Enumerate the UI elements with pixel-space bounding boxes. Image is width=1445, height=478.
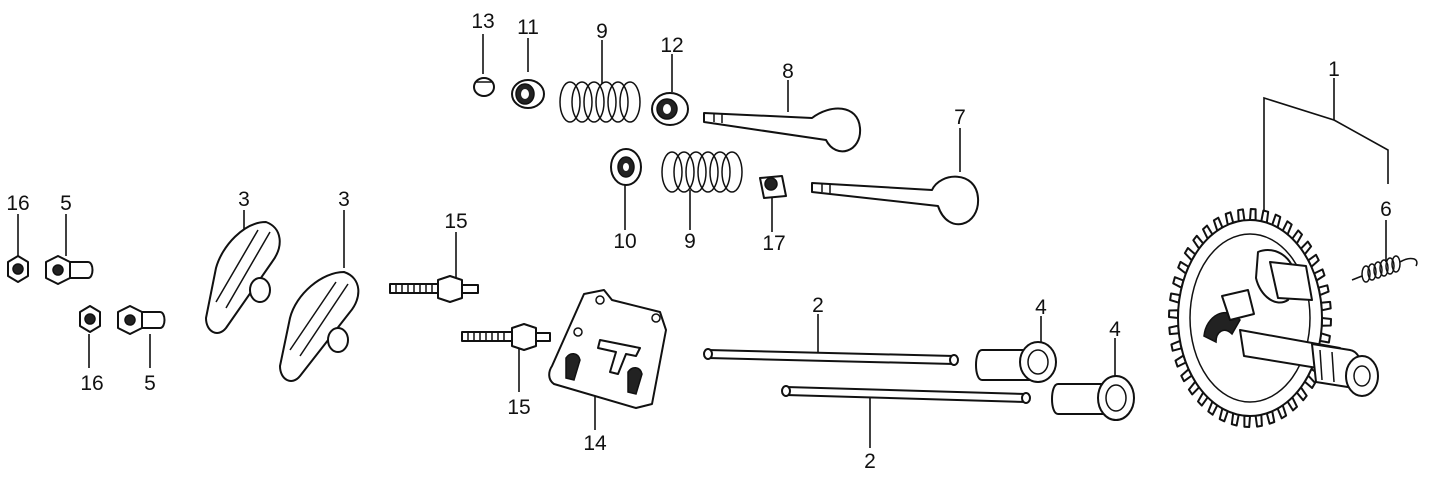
gear-tooth: [1249, 208, 1257, 222]
callout-11: 11: [517, 16, 539, 39]
adjuster-5-top: [45, 255, 94, 285]
rocker-arm-3-left: [205, 221, 281, 334]
callout-2-lower: 2: [864, 450, 876, 473]
decompressor-spring-6: [1351, 255, 1418, 283]
callout-16-top: 16: [6, 192, 29, 215]
callout-3-right: 3: [338, 188, 350, 211]
callout-6: 6: [1380, 198, 1392, 221]
callout-7: 7: [954, 106, 966, 129]
gear-tooth: [1168, 309, 1180, 319]
leader-lines: [17, 34, 1389, 448]
callout-15-bottom: 15: [507, 396, 530, 419]
spring-retainer-10: [610, 148, 642, 186]
push-rod-2-lower: [781, 385, 1031, 404]
valve-seat-12: [651, 92, 689, 126]
tappet-4-lower: [1051, 375, 1135, 421]
lock-nut-16-top: [7, 255, 29, 283]
callout-9-upper: 9: [596, 20, 608, 43]
lock-nut-16-bottom: [79, 305, 101, 333]
valve-spring-9-lower: [661, 151, 743, 193]
callout-4-upper: 4: [1035, 296, 1047, 319]
pivot-stud-15-top: [389, 275, 479, 303]
gear-tooth: [1243, 414, 1251, 428]
callout-8: 8: [782, 60, 794, 83]
callout-9-lower: 9: [684, 230, 696, 253]
callout-4-lower: 4: [1109, 318, 1121, 341]
push-rod-2-upper: [703, 348, 959, 366]
callout-labels: 1 2 2 3 3 4 4 5 5 6 7 8 9 9 10 11 12 13 …: [6, 10, 1392, 473]
adjuster-5-bottom: [117, 305, 166, 335]
spring-retainer-11: [511, 79, 545, 109]
callout-13: 13: [471, 10, 494, 33]
pivot-stud-15-bottom: [461, 323, 551, 351]
valve-7: [811, 175, 980, 226]
callout-14: 14: [583, 432, 607, 455]
callout-16-bottom: 16: [80, 372, 103, 395]
callout-5-bottom: 5: [144, 372, 156, 395]
callout-12: 12: [660, 34, 683, 57]
guide-plate-14: [548, 289, 667, 409]
camshaft-gear-1: [1168, 208, 1379, 428]
valve-spring-9-upper: [559, 81, 641, 123]
callout-15-top: 15: [444, 210, 467, 233]
valve-collet-17: [759, 175, 787, 199]
callout-5-top: 5: [60, 192, 72, 215]
tappet-4-upper: [975, 341, 1057, 383]
callout-10: 10: [613, 230, 636, 253]
callout-1: 1: [1328, 58, 1340, 81]
callout-3-left: 3: [238, 188, 250, 211]
callout-17: 17: [762, 232, 785, 255]
callout-2-upper: 2: [812, 294, 824, 317]
valve-8: [703, 107, 862, 153]
gear-tooth: [1320, 317, 1332, 327]
valve-cap-13: [473, 77, 495, 97]
rocker-arm-3-right: [279, 271, 360, 382]
